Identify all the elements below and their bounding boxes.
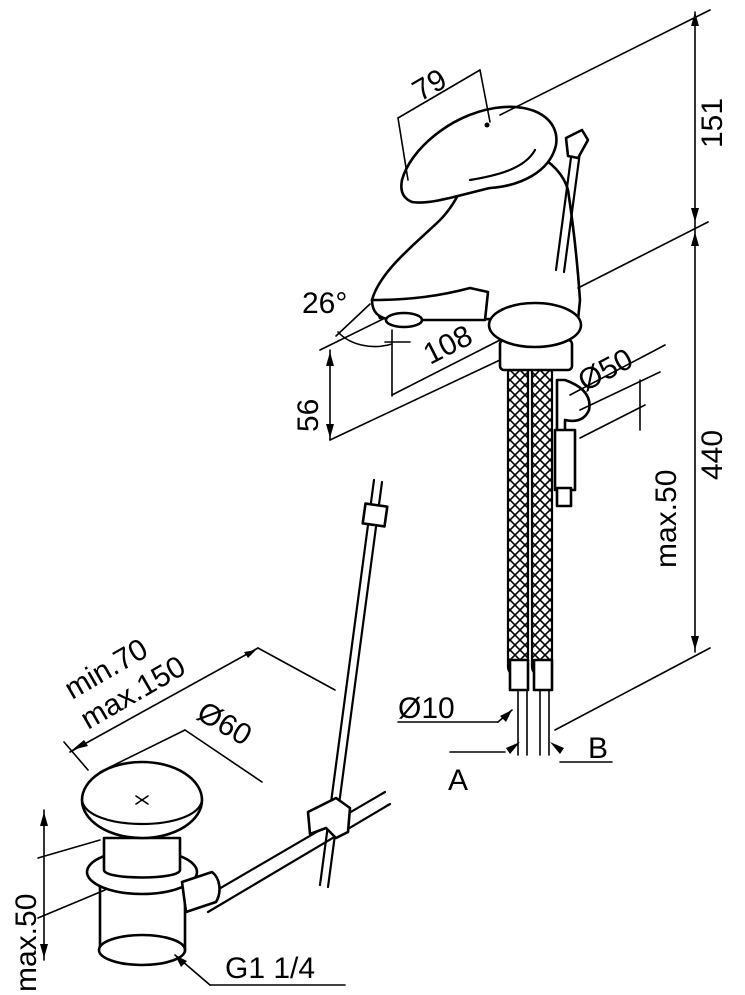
dim-tilt-angle: 26° [302, 287, 347, 320]
pop-up-rod-top [554, 148, 574, 272]
label-connection-a: A [448, 764, 468, 797]
dim-handle-width: 79 [407, 63, 452, 108]
dim-waste-max-thickness: max.50 [10, 894, 43, 992]
hose-left [506, 343, 530, 677]
faucet-base [487, 301, 583, 349]
fitting-left [508, 658, 530, 692]
lever-handle [400, 105, 558, 204]
hose-right [530, 343, 554, 677]
dim-spout-reach: 108 [418, 319, 478, 371]
dim-thread: G1 1/4 [225, 952, 315, 985]
dim-spout-height: 56 [292, 399, 325, 432]
dim-plug-diameter: Ø60 [192, 695, 258, 752]
pop-up-waste [80, 478, 392, 967]
faucet [370, 105, 591, 756]
waste-dimensions: min.70 max.150 Ø60 max.50 G1 1/4 [10, 632, 346, 992]
dim-max-thickness: max.50 [650, 470, 683, 568]
fitting-right [532, 658, 554, 692]
dim-top-height: 151 [696, 98, 729, 148]
rod-clamp [306, 796, 352, 840]
dim-total-height: 440 [696, 430, 729, 480]
label-connection-b: B [588, 732, 608, 765]
dim-hose-diameter: Ø10 [398, 692, 455, 725]
